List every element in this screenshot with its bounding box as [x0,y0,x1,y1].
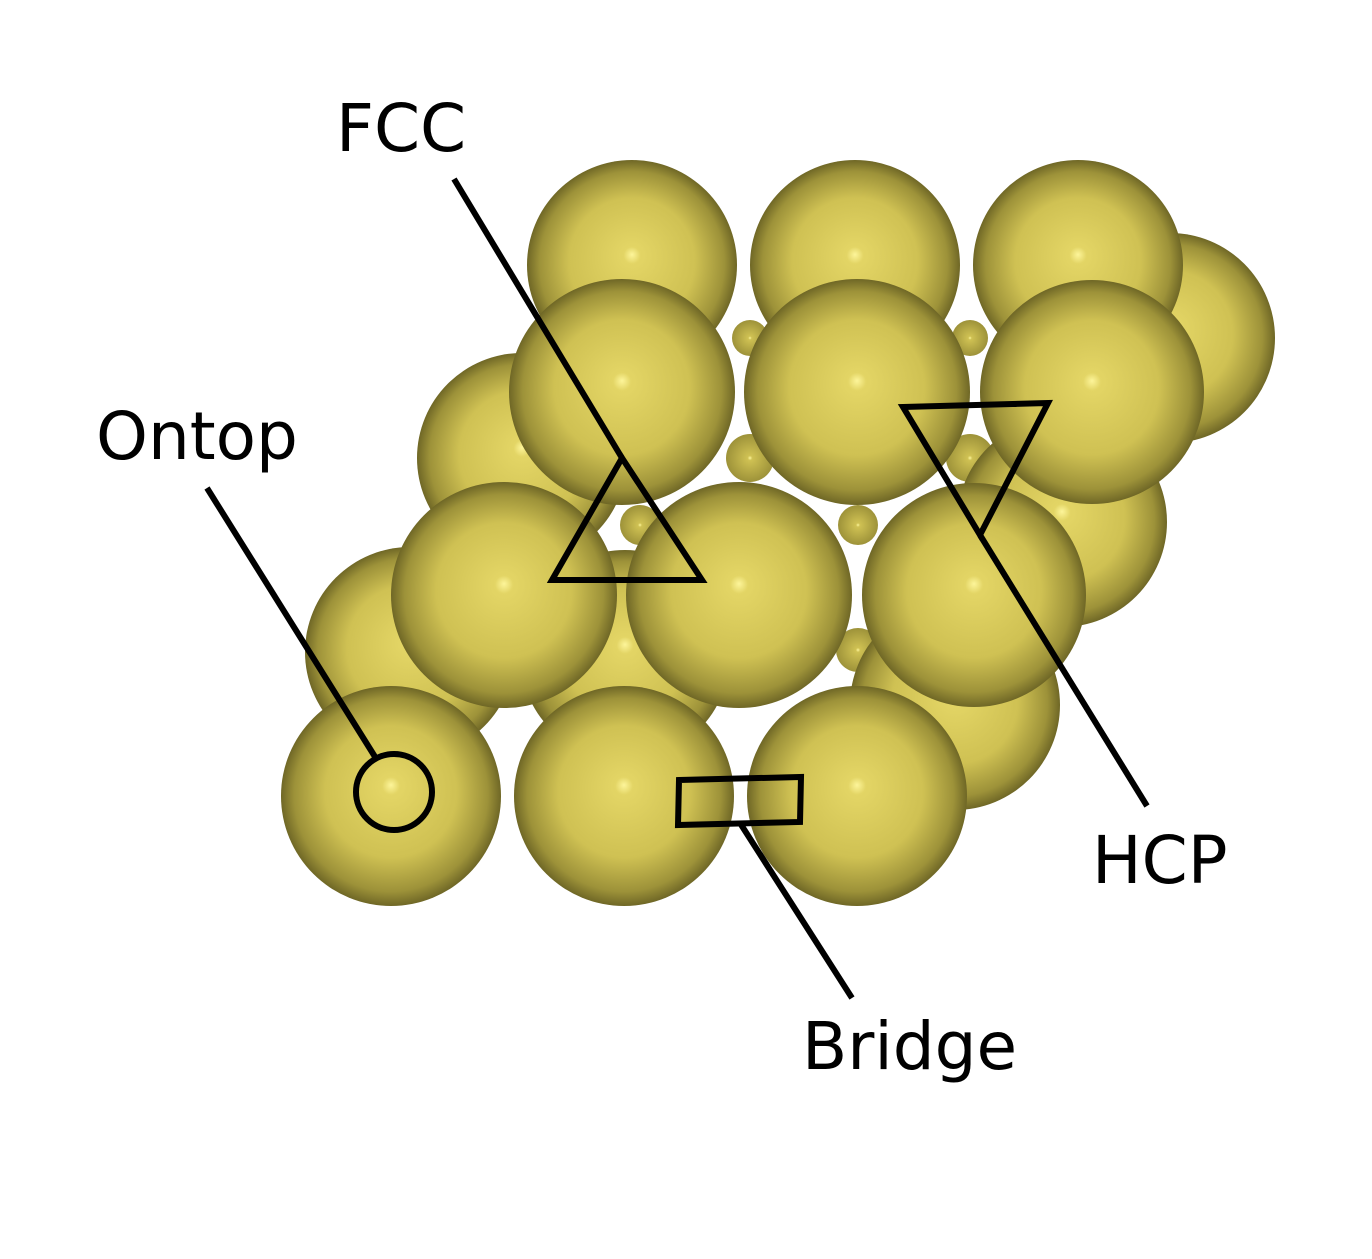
atom [747,686,967,906]
bridge-label: Bridge [802,1008,1017,1085]
atom [281,686,501,906]
ontop-leader-line [204,486,380,762]
bridge-leader-line [737,821,855,1000]
hcp-leader-line [977,533,1150,808]
atom [626,482,852,708]
atom-layer-top-row-2 [509,279,1204,505]
atom [980,280,1204,504]
atom [952,320,988,356]
atom [514,686,734,906]
atom [509,279,735,505]
leader-lines [204,177,1150,1000]
site-markers [353,399,1053,833]
atom [862,483,1086,707]
fcc-label: FCC [336,90,466,167]
atom [744,279,970,505]
fcc-leader-line [451,177,625,460]
ontop-site-circle [353,751,435,833]
bridge-site-rectangle [674,773,805,829]
fcc-site-triangle [546,452,708,583]
site-labels: FCC Ontop HCP Bridge [96,90,1228,1085]
atom [838,505,878,545]
hcp-label: HCP [1092,822,1228,899]
atom [391,482,617,708]
atom-layer-top-row-4 [281,686,967,906]
hcp-site-triangle [897,399,1053,542]
ontop-label: Ontop [96,398,298,475]
atom-layer-top-row-3 [391,482,1086,708]
